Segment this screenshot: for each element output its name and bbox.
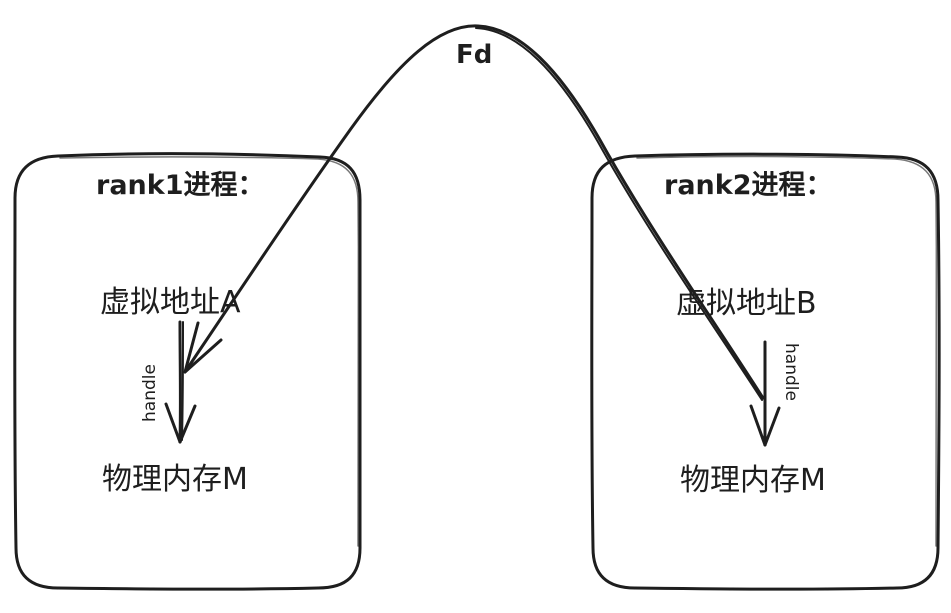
fd-label: Fd <box>456 40 492 70</box>
rank1-handle-label: handle <box>140 364 160 422</box>
rank2-process-box <box>590 152 941 591</box>
fd-connector <box>183 24 765 401</box>
rank2-title: rank2进程： <box>664 170 833 201</box>
fd-arrowhead <box>183 321 223 374</box>
rank1-title: rank1进程： <box>96 170 265 201</box>
rank2-virtual-address: 虚拟地址B <box>676 286 817 321</box>
rank1-process-box <box>13 152 363 591</box>
rank1-virtual-address: 虚拟地址A <box>100 285 241 320</box>
rank1-physical-memory: 物理内存M <box>102 462 248 497</box>
rank2-handle-arrow <box>749 340 781 447</box>
rank2-handle-label: handle <box>781 343 801 401</box>
rank1-handle-arrow <box>164 320 197 444</box>
rank2-physical-memory: 物理内存M <box>680 463 826 498</box>
